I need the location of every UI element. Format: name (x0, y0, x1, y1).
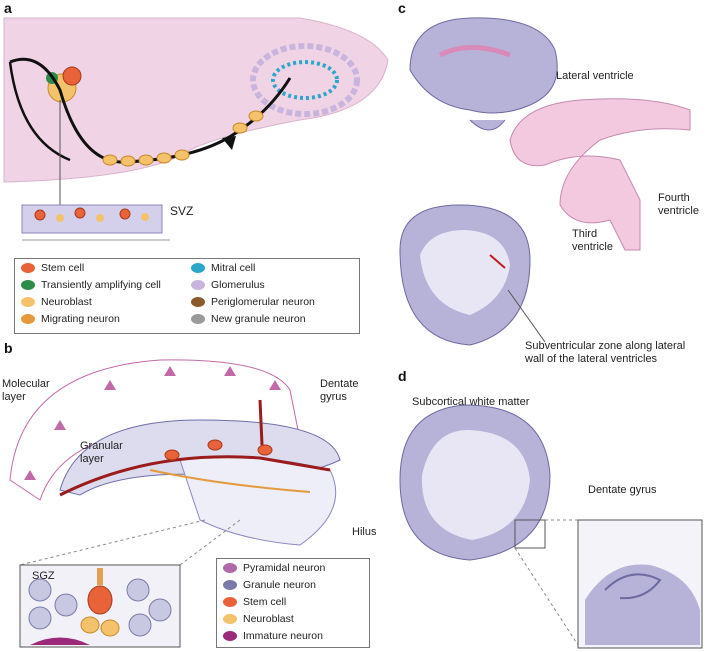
svz-tissue-strip (21, 204, 163, 234)
legend-item: Immature neuron (223, 630, 323, 642)
neuroblast-icon (21, 297, 35, 308)
migrating-neuron-icon (21, 314, 35, 325)
panel-b-drawing (9, 359, 341, 648)
legend-label: Periglomerular neuron (211, 296, 315, 308)
panel-d-drawing (399, 404, 703, 649)
legend-label: Granule neuron (243, 579, 316, 591)
legend-label: Immature neuron (243, 630, 323, 642)
granular-layer-label: Granular layer (80, 440, 123, 465)
legend-item: Glomerulus (191, 279, 265, 291)
granule-axon (59, 455, 331, 497)
legend-item: Granule neuron (223, 579, 316, 591)
neuroblast-icon (223, 614, 237, 625)
legend-label: Neuroblast (41, 296, 92, 308)
svz-label: SVZ (170, 204, 194, 218)
legend-label: Pyramidal neuron (243, 562, 326, 574)
rodent-brain-region (3, 17, 389, 183)
legend-item: Transiently amplifying cell (21, 279, 161, 291)
migration-arrowhead (222, 136, 236, 150)
dentate-hilus-region (179, 456, 337, 546)
legend-label: Glomerulus (211, 279, 265, 291)
olfactory-bulb-outer (250, 43, 360, 117)
dentate-gyrus-label-d: Dentate gyrus (588, 484, 657, 496)
legend-label: Stem cell (243, 596, 287, 608)
fourth-ventricle-label: Fourth ventricle (658, 192, 699, 217)
legend-label: New granule neuron (211, 313, 306, 325)
legend-label: Transiently amplifying cell (41, 279, 161, 291)
stem-cell-icon (21, 263, 35, 274)
legend-item: Pyramidal neuron (223, 562, 325, 574)
hilus-label: Hilus (352, 526, 377, 538)
panel-c-drawing (399, 17, 691, 346)
legend-label: Stem cell (41, 262, 85, 274)
periglomerular-neuron-icon (191, 297, 205, 308)
panel-letter-d: d (398, 368, 407, 384)
panel-letter-a: a (4, 0, 12, 16)
sgz-label: SGZ (32, 570, 55, 582)
legend-item: Migrating neuron (21, 313, 120, 325)
legend-item: Stem cell (21, 262, 84, 274)
legend-label: Migrating neuron (41, 313, 120, 325)
neuroblast-chain (102, 110, 264, 167)
lateral-ventricle-label: Lateral ventricle (556, 70, 634, 82)
legend-label: Mitral cell (211, 262, 256, 274)
hippocampus-marker (514, 519, 546, 549)
legend-item: Neuroblast (21, 296, 92, 308)
olfactory-bulb-inner (271, 60, 339, 100)
dentate-gyrus-label-b: Dentate gyrus (320, 378, 359, 403)
rostral-migratory-stream (9, 57, 292, 164)
legend-item: New granule neuron (191, 313, 306, 325)
legend-label: Neuroblast (243, 613, 294, 625)
granule-neuron-icon (191, 314, 205, 325)
granule-neuron-icon (223, 580, 237, 591)
legend-item: Mitral cell (191, 262, 255, 274)
pyramidal-neuron-icon (223, 563, 237, 574)
panel-a-drawing (3, 17, 389, 241)
ventricle-system (509, 98, 691, 251)
stem-cell-icon (223, 597, 237, 608)
panel-letter-c: c (398, 0, 406, 16)
human-brain-lateral (409, 17, 558, 114)
glomerulus-icon (191, 280, 205, 291)
molecular-layer-label: Molecular layer (2, 378, 50, 403)
svz-caption: Subventricular zone along lateral wall o… (525, 340, 686, 365)
white-matter-label: Subcortical white matter (412, 396, 530, 408)
panel-letter-b: b (4, 340, 13, 356)
mitral-cell-icon (191, 263, 205, 274)
immature-neuron-icon (223, 631, 237, 642)
transient-cell-icon (21, 280, 35, 291)
legend-item: Stem cell (223, 596, 286, 608)
legend-item: Periglomerular neuron (191, 296, 315, 308)
third-ventricle-label: Third ventricle (572, 228, 613, 253)
legend-item: Neuroblast (223, 613, 294, 625)
